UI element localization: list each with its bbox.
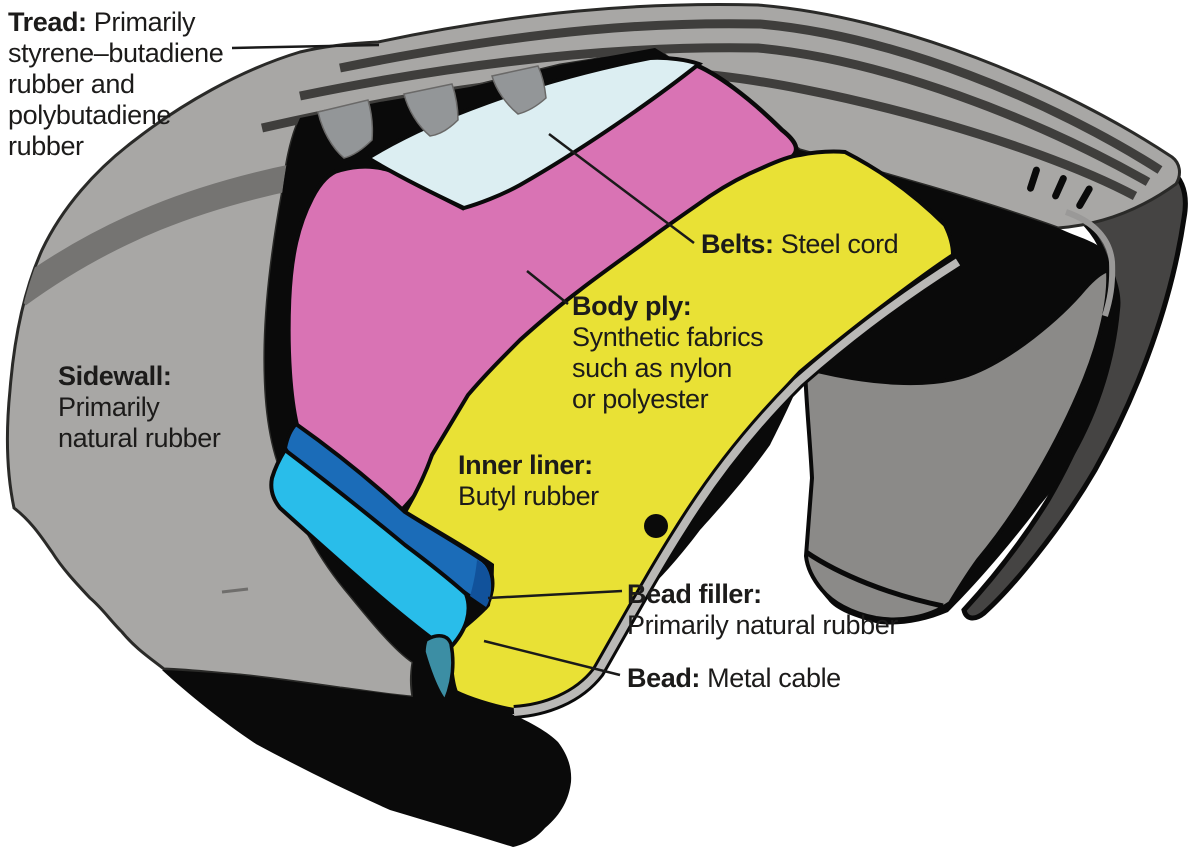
rim-strip-notch [644,514,668,538]
bead-filler-cut-end [470,560,492,607]
label-bead: Bead: Metal cable [627,663,841,693]
tire-inner-wall [802,267,1111,622]
leader-lines [231,43,695,677]
tread-sipe-notches [1027,166,1093,209]
leader-bodyply [526,270,569,305]
leader-tread [231,43,380,50]
label-inner-liner: Inner liner:Butyl rubber [458,450,599,511]
label-bead-filler: Bead filler:Primarily natural rubber [627,579,898,640]
leader-belts [548,133,695,244]
leader-bead [483,639,621,677]
bead-cut-cap [422,634,455,705]
bead-layer [269,447,471,653]
rim-flange-highlight [1064,209,1116,317]
rim-edge-strip [513,258,961,716]
inner-wall-foot-crease [804,549,944,609]
leader-beadfiller [487,589,623,600]
label-belts: Belts: Steel cord [701,229,899,259]
tread-cut-blocks [317,65,547,159]
shoulder-band [10,163,301,306]
